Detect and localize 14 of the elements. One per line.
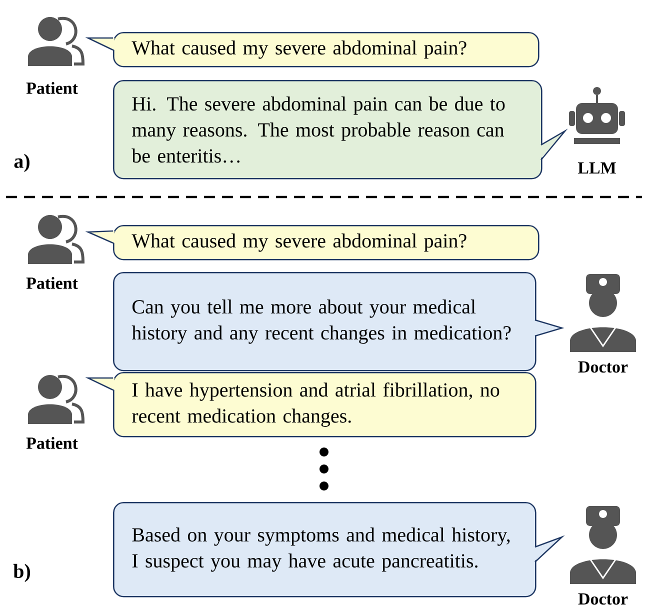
speaker-label: Doctor xyxy=(578,593,628,605)
speech-bubble: Hi. The severe abdominal pain can be due to many reasons. The most probable reason can be enteritis… xyxy=(113,80,568,180)
speaker-label: Patient xyxy=(26,82,78,94)
speech-bubble: What caused my severe abdominal pain? xyxy=(85,32,540,68)
panel-label: b) xyxy=(13,564,30,582)
speech-bubble: Based on your symptoms and medical history, I suspect you may have acute pancreatitis. xyxy=(113,502,565,598)
speaker-label: Doctor xyxy=(578,361,628,373)
speaker-label: LLM xyxy=(578,162,616,174)
speech-bubble: Can you tell me more about your medical history and any recent changes in medication? xyxy=(113,272,564,372)
speech-bubble: What caused my severe abdominal pain? xyxy=(85,225,540,260)
speaker-label: Patient xyxy=(26,277,78,289)
speech-bubble: I have hypertension and atrial fibrillation, no recent medication changes. xyxy=(85,372,536,438)
panel-label: a) xyxy=(14,154,30,172)
speaker-label: Patient xyxy=(26,437,78,449)
